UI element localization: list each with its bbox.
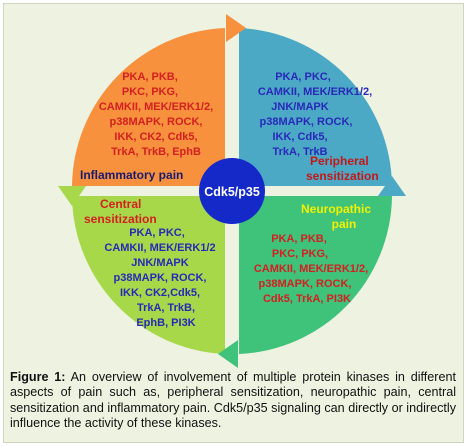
inflammatory-kinase-line: PKA, PKB, (122, 71, 178, 83)
arrow-head-left (58, 186, 86, 206)
peripheral-kinase-line: PKA, PKC, (275, 71, 331, 83)
central-kinase-line: EphB, PI3K (136, 317, 195, 329)
cdk5-center-circle (199, 158, 265, 224)
inflammatory-pain-quadrant (72, 28, 225, 186)
figure-label: Figure 1: (10, 370, 66, 384)
inflammatory-kinase-line: IKK, CK2, Cdk5, (114, 131, 197, 143)
central-kinase-line: PKA, PKC, (129, 227, 185, 239)
central-kinase-line: TrkA, TrkB, (137, 302, 195, 314)
central-kinase-line: p38MAPK, ROCK, (114, 272, 207, 284)
arrow-head-top (226, 14, 246, 42)
peripheral-kinase-line: IKK, Cdk5, (272, 131, 327, 143)
central-sensitization-label: sensitization (84, 212, 157, 226)
neuropathic-kinase-line: PKA, PKB, (271, 233, 327, 245)
peripheral-kinase-line: CAMKII, MEK/ERK1/2, (258, 86, 372, 98)
inflammatory-kinase-line: CAMKII, MEK/ERK1/2, (99, 101, 213, 113)
inflammatory-kinase-line: TrkA, TrkB, EphB (111, 146, 201, 158)
peripheral-sensitization-label: sensitization (306, 169, 379, 183)
central-sensitization-label: Central (100, 197, 141, 211)
neuropathic-kinase-line: Cdk5, TrkA, PI3K (263, 293, 351, 305)
peripheral-sensitization-quadrant (239, 28, 392, 186)
peripheral-kinase-line: p38MAPK, ROCK, (260, 116, 353, 128)
arrow-head-bottom (218, 340, 238, 368)
inflammatory-kinase-line: p38MAPK, ROCK, (110, 116, 203, 128)
central-kinase-line: JNK/MAPK (131, 257, 189, 269)
inflammatory-kinase-line: PKC, PKG, (122, 86, 178, 98)
center-label: Cdk5/p35 (204, 185, 260, 199)
caption-text: An overview of involvement of multiple p… (10, 370, 457, 431)
neuropathic-kinase-line: PKC, PKG, (272, 248, 328, 260)
neuropathic-kinase-line: p38MAPK, ROCK, (259, 278, 352, 290)
central-sensitization-quadrant (72, 196, 225, 354)
neuropathic-kinase-line: CAMKII, MEK/ERK1/2, (254, 263, 368, 275)
peripheral-sensitization-label: Peripheral (310, 154, 369, 168)
neuropathic-pain-quadrant (239, 196, 392, 354)
peripheral-kinase-line: TrkA, TrkB (272, 146, 327, 158)
neuropathic-pain-label: Neuropathic (301, 202, 371, 216)
peripheral-kinase-line: JNK/MAPK (271, 101, 329, 113)
central-kinase-line: IKK, CK2,Cdk5, (120, 287, 200, 299)
pain-kinase-diagram: Cdk5/p35 PKA, PKB, PKC, PKG, CAMKII, MEK… (58, 14, 406, 368)
figure-caption: Figure 1: An overview of involvement of … (10, 370, 456, 432)
central-kinase-line: CAMKII, MEK/ERK1/2 (104, 242, 215, 254)
arrow-head-right (378, 176, 406, 196)
inflammatory-pain-label: Inflammatory pain (80, 168, 183, 182)
neuropathic-pain-label: pain (332, 217, 357, 231)
